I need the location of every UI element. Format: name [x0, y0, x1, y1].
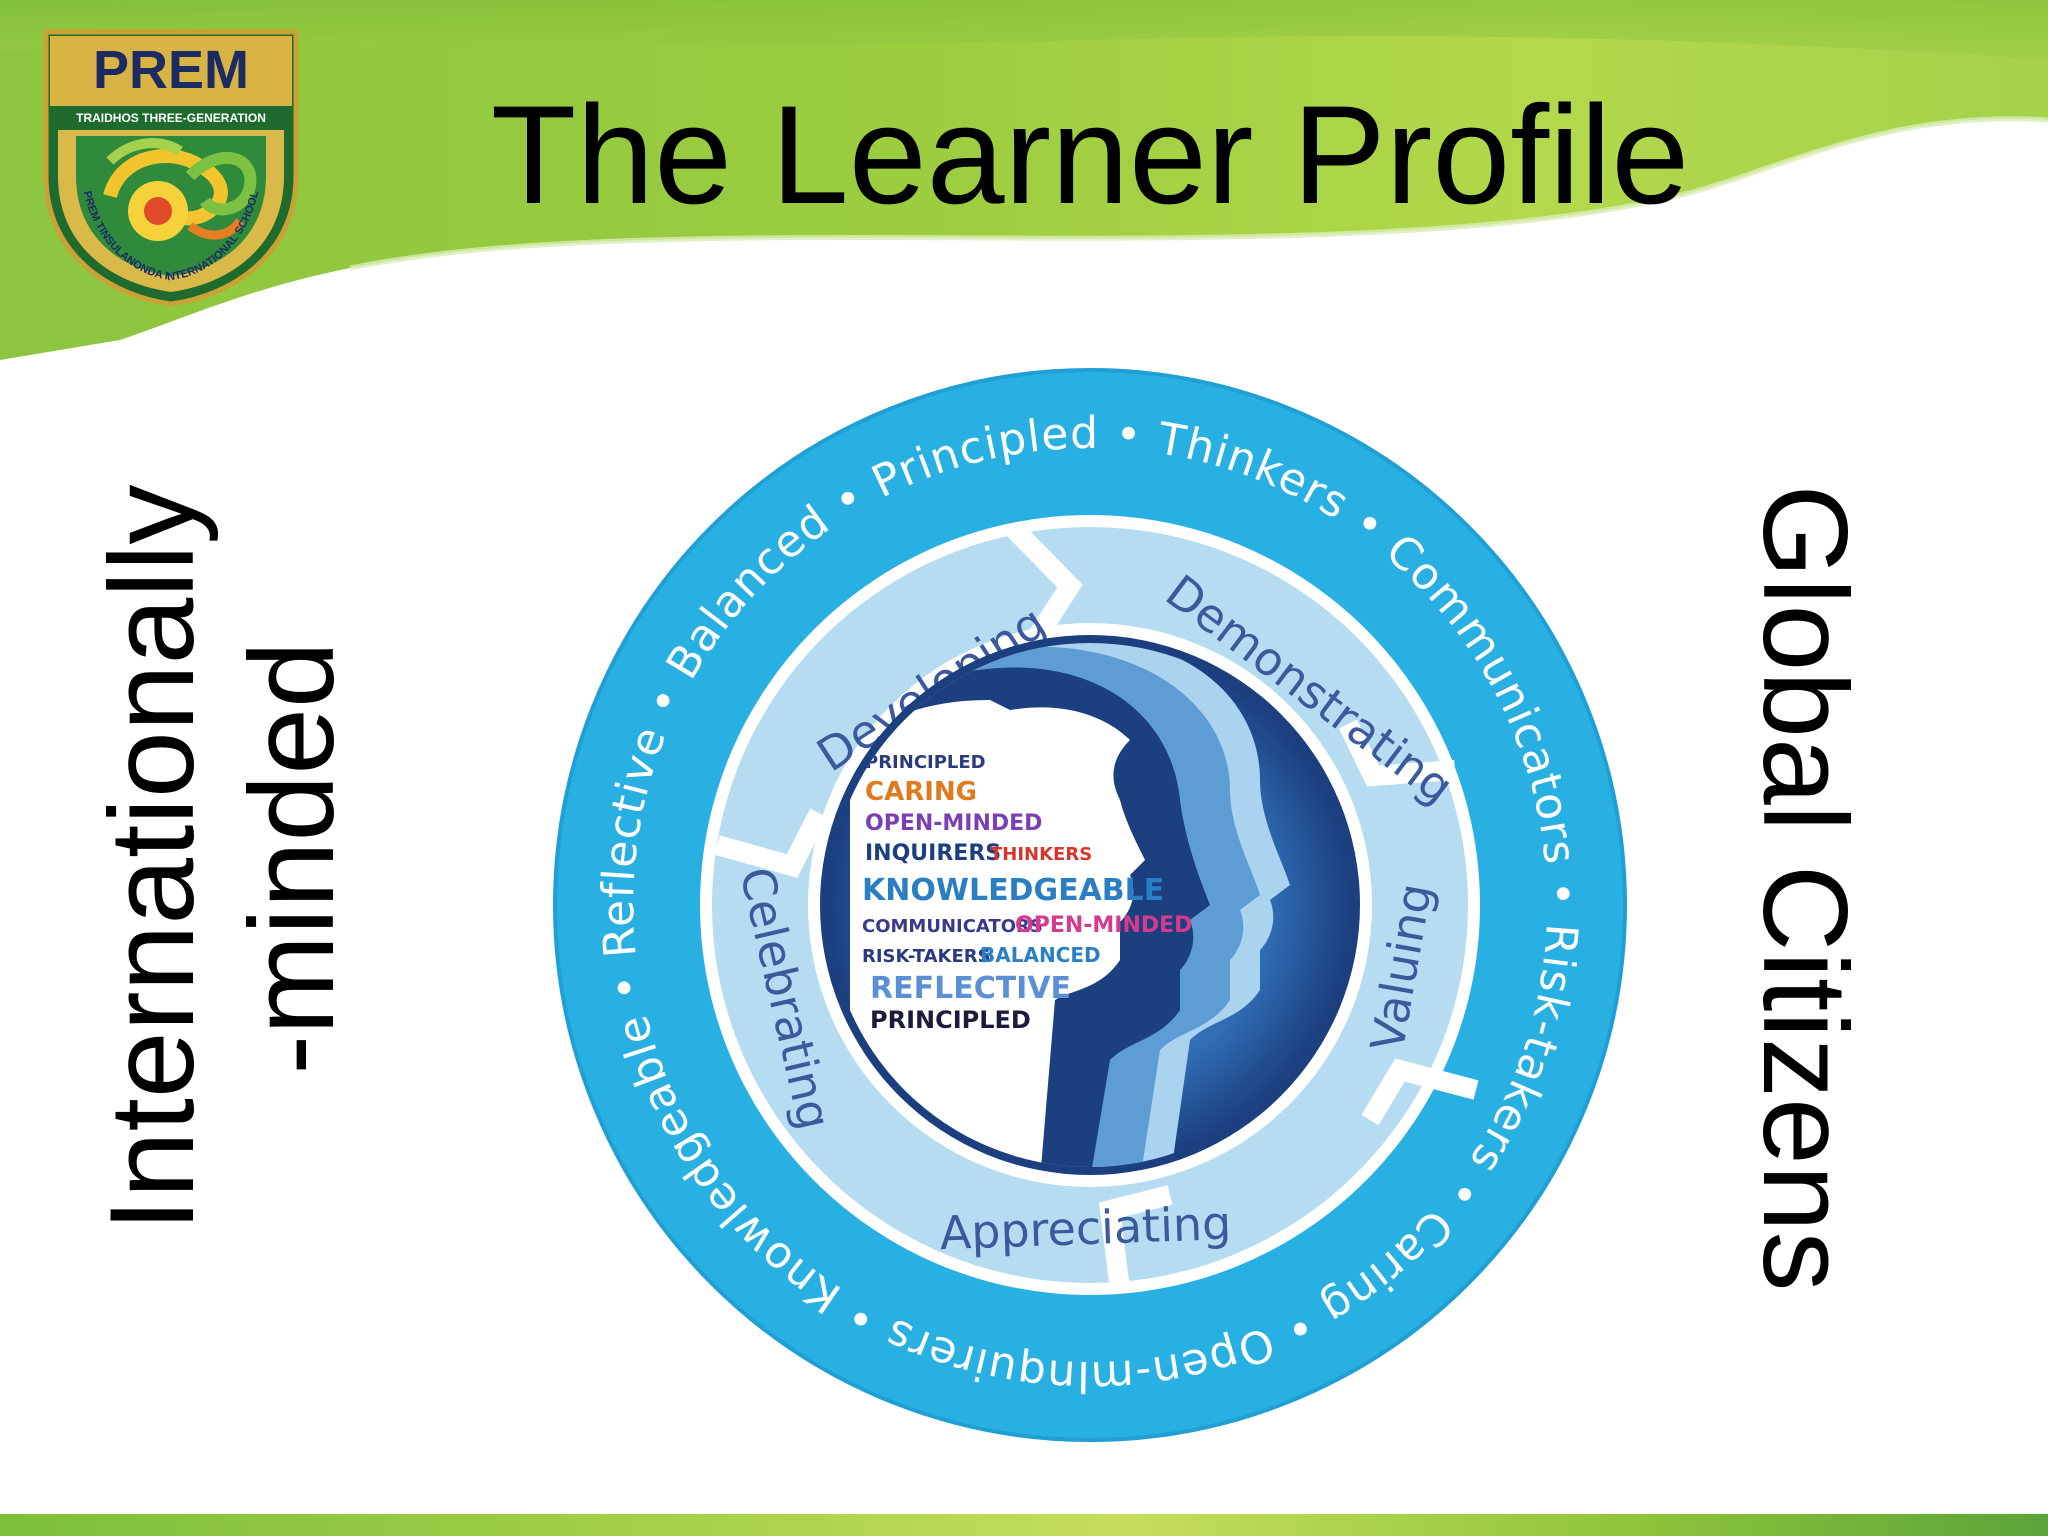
logo-name: PREM: [93, 40, 249, 100]
svg-text:PRINCIPLED: PRINCIPLED: [870, 1006, 1031, 1034]
svg-text:COMMUNICATORS: COMMUNICATORS: [862, 916, 1043, 937]
svg-text:PRINCIPLED: PRINCIPLED: [865, 752, 986, 773]
school-logo: PREM TRAIDHOS THREE-GENERATION PREM TINS…: [43, 29, 299, 307]
svg-text:KNOWLEDGEABLE: KNOWLEDGEABLE: [862, 873, 1164, 908]
right-side-label: Global Citizens: [1738, 484, 1872, 1292]
left-side-label: Internationally -minded: [82, 484, 362, 1231]
logo-tagline: TRAIDHOS THREE-GENERATION: [76, 111, 266, 125]
bottom-bar: [0, 1514, 2048, 1536]
stage-appreciating: Appreciating: [939, 1196, 1232, 1260]
learner-profile-diagram: Inquirers • Knowledgeable • Reflective •…: [470, 300, 1627, 1442]
svg-text:REFLECTIVE: REFLECTIVE: [870, 971, 1071, 1006]
svg-text:BALANCED: BALANCED: [980, 943, 1101, 967]
left-side-label-line2: -minded: [225, 641, 359, 1075]
svg-text:THINKERS: THINKERS: [990, 844, 1092, 865]
svg-text:INQUIRERS: INQUIRERS: [865, 841, 1001, 866]
svg-text:CARING: CARING: [865, 777, 977, 807]
left-side-label-line1: Internationally: [85, 484, 219, 1232]
svg-text:OPEN-MINDED: OPEN-MINDED: [1015, 913, 1192, 938]
center-head-illustration: PRINCIPLED CARING OPEN-MINDED INQUIRERS …: [820, 635, 1360, 1175]
header-wave: [0, 0, 2048, 360]
svg-text:OPEN-MINDED: OPEN-MINDED: [865, 811, 1042, 836]
svg-text:RISK-TAKERS: RISK-TAKERS: [862, 946, 991, 967]
page-title: The Learner Profile: [490, 76, 1690, 233]
